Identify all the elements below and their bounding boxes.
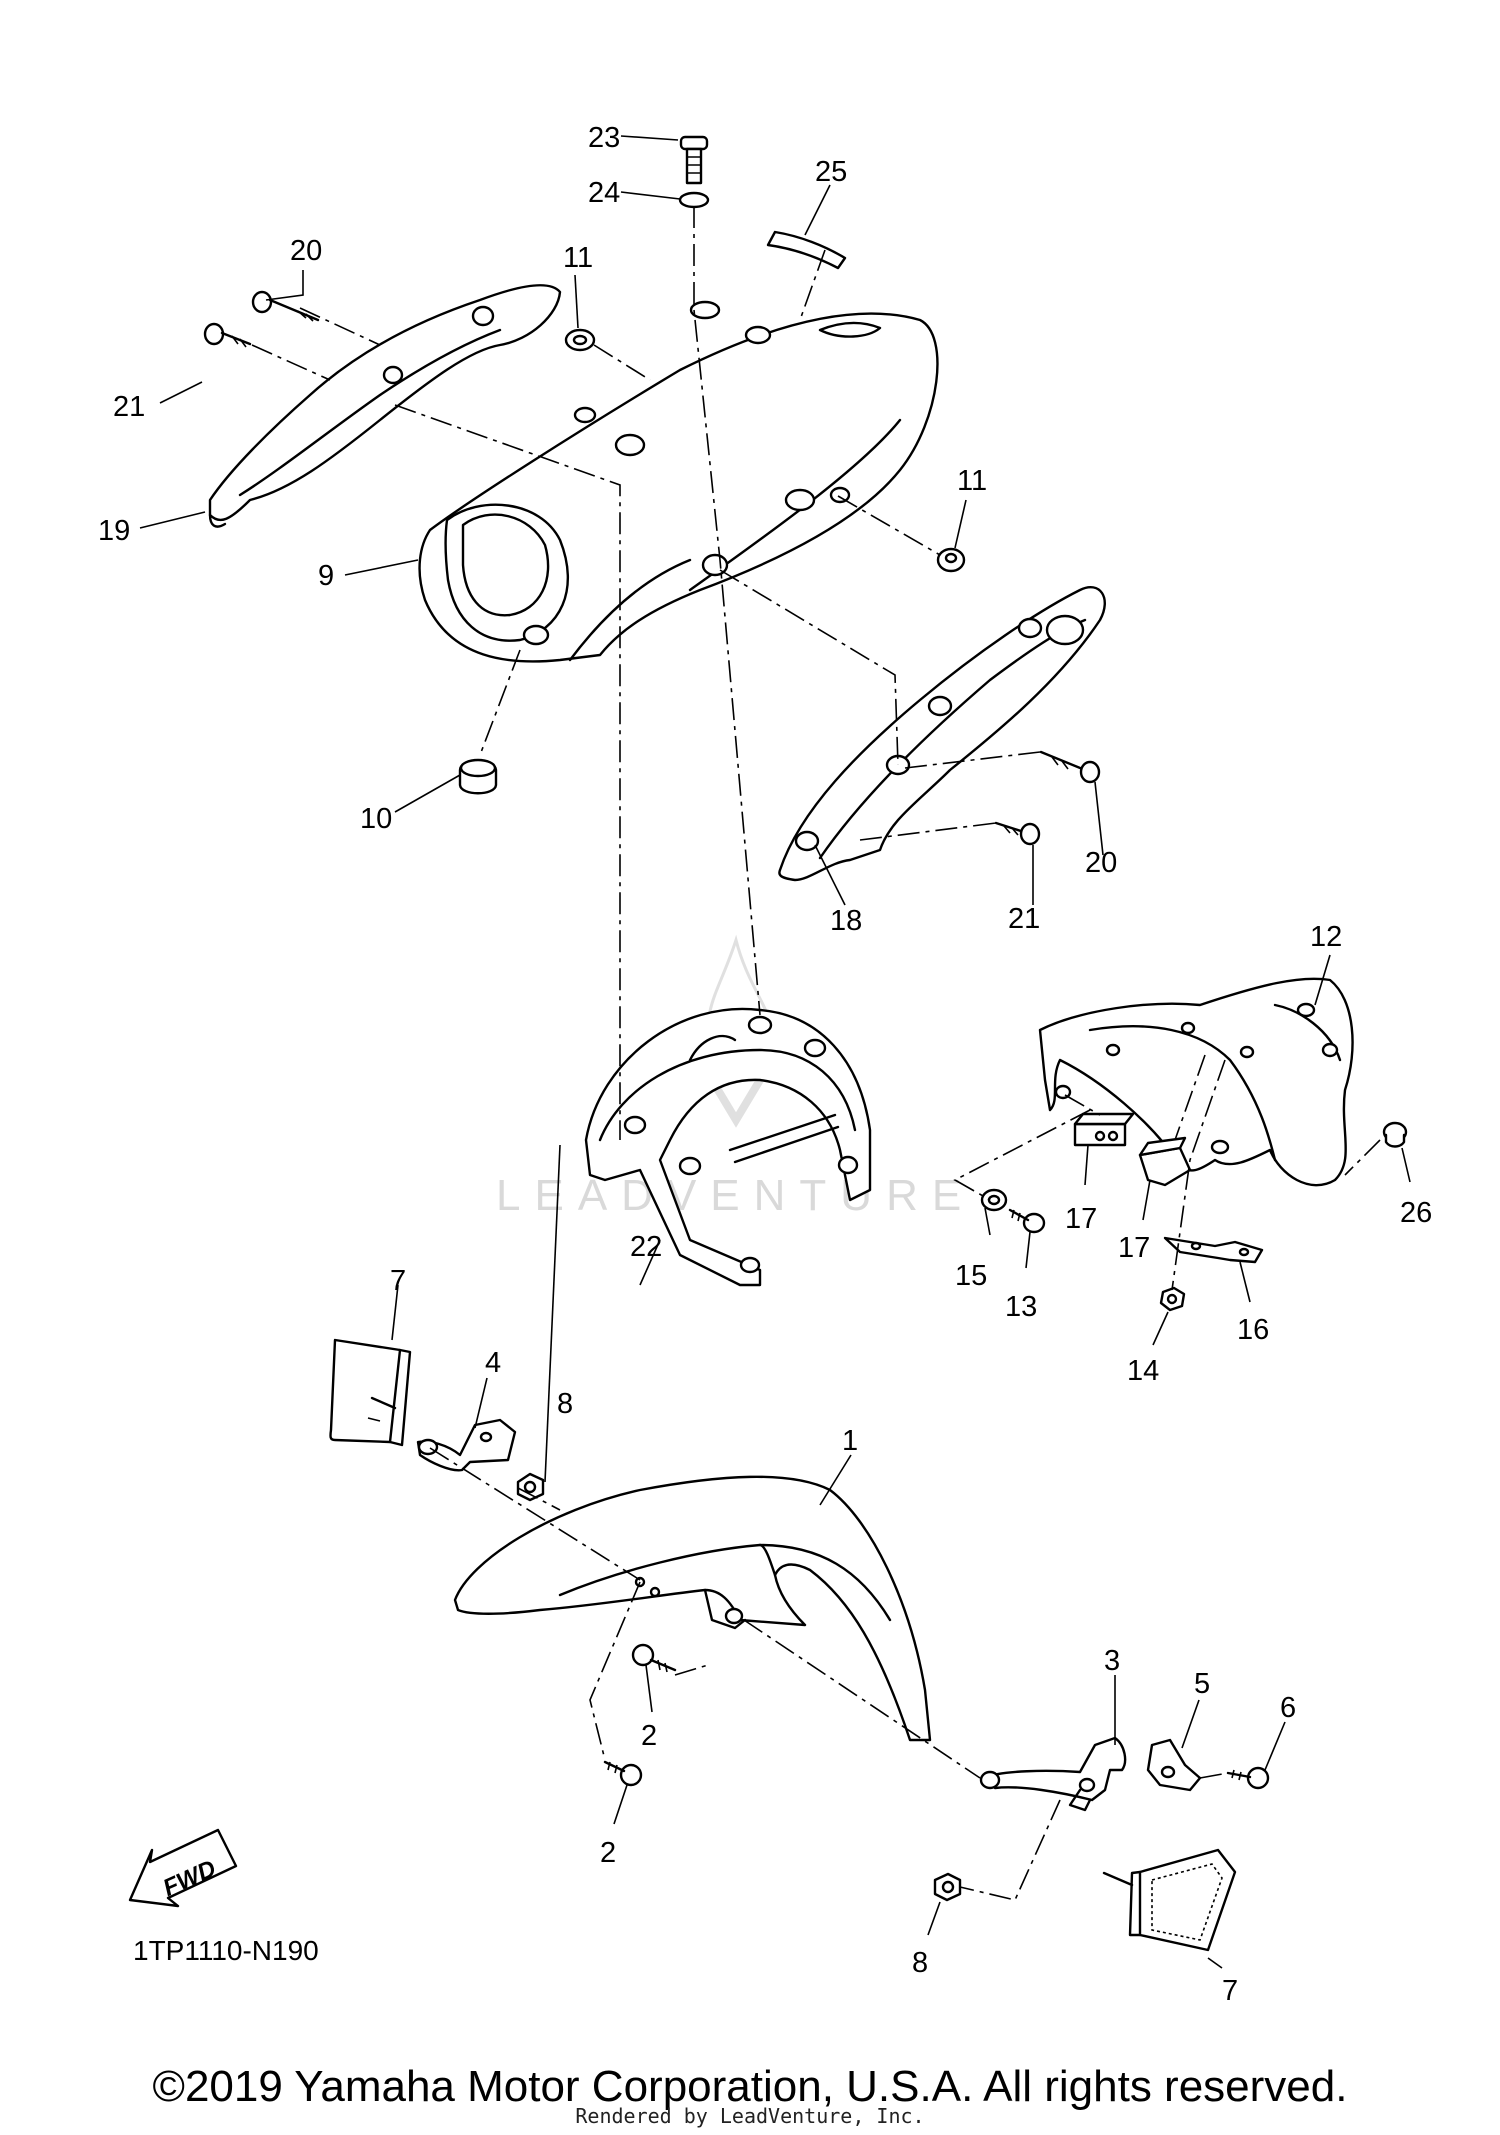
callout-1: 1 bbox=[842, 1425, 858, 1457]
damper-17-b bbox=[1138, 1136, 1192, 1187]
nut-14 bbox=[1159, 1286, 1186, 1312]
rendered-by-credit: Rendered by LeadVenture, Inc. bbox=[575, 2104, 925, 2128]
callout-7-upper: 7 bbox=[390, 1265, 406, 1297]
front-fender bbox=[453, 1475, 932, 1742]
callout-2-upper: 2 bbox=[641, 1720, 657, 1752]
clamp-16 bbox=[1163, 1236, 1264, 1264]
bolt-6 bbox=[1226, 1766, 1270, 1790]
grommet-11-upper bbox=[564, 328, 596, 352]
callout-24: 24 bbox=[588, 177, 620, 209]
grommet-11-right bbox=[936, 547, 966, 573]
callout-25: 25 bbox=[815, 156, 847, 188]
callout-20-right: 20 bbox=[1085, 847, 1117, 879]
callout-17-b: 17 bbox=[1118, 1232, 1150, 1264]
watermark-text: LEADVENTURE bbox=[496, 1171, 975, 1220]
bolt-2-lower bbox=[603, 1760, 643, 1787]
callout-18: 18 bbox=[830, 905, 862, 937]
callout-26: 26 bbox=[1400, 1197, 1432, 1229]
washer-15 bbox=[980, 1188, 1008, 1212]
bolt-2-upper bbox=[631, 1643, 677, 1673]
fender-bracket bbox=[584, 1007, 872, 1287]
assembly-lines bbox=[251, 206, 1381, 1901]
callout-11-right: 11 bbox=[957, 465, 987, 497]
callout-13: 13 bbox=[1005, 1291, 1037, 1323]
callout-9: 9 bbox=[318, 560, 334, 592]
callout-3: 3 bbox=[1104, 1645, 1120, 1677]
callout-19: 19 bbox=[98, 515, 130, 547]
nut-8-upper bbox=[516, 1472, 545, 1502]
copyright-notice: ©2019 Yamaha Motor Corporation, U.S.A. A… bbox=[152, 2062, 1348, 2111]
callout-11-upper: 11 bbox=[563, 242, 593, 274]
emblem-sticker bbox=[766, 230, 847, 270]
bolt-21-left bbox=[203, 322, 252, 348]
bracket-3 bbox=[979, 1736, 1127, 1812]
callout-16: 16 bbox=[1237, 1314, 1269, 1346]
bolt-20-left bbox=[251, 290, 320, 322]
callout-4: 4 bbox=[485, 1347, 501, 1379]
washer-24 bbox=[678, 191, 710, 209]
callout-6: 6 bbox=[1280, 1692, 1296, 1724]
fender-stay-right bbox=[778, 586, 1106, 882]
callout-8-upper: 8 bbox=[557, 1388, 573, 1420]
callout-15: 15 bbox=[955, 1260, 987, 1292]
callout-23: 23 bbox=[588, 122, 620, 154]
bolt-23 bbox=[679, 135, 709, 185]
reflector-7-lower bbox=[1102, 1848, 1237, 1952]
bracket-5 bbox=[1146, 1738, 1202, 1792]
leader-lines bbox=[139, 135, 1411, 1969]
bracket-4 bbox=[416, 1418, 517, 1472]
callout-12: 12 bbox=[1310, 921, 1342, 953]
grommet-26 bbox=[1382, 1121, 1408, 1148]
bolt-13 bbox=[1008, 1208, 1046, 1234]
callout-7-lower: 7 bbox=[1222, 1975, 1238, 2007]
callouts: 23 24 25 20 11 21 19 9 11 10 20 21 18 12… bbox=[98, 122, 1432, 2007]
callout-20-left: 20 bbox=[290, 235, 322, 267]
callout-22: 22 bbox=[630, 1231, 662, 1263]
callout-17-a: 17 bbox=[1065, 1203, 1097, 1235]
fwd-arrow-icon: FWD bbox=[128, 1828, 238, 1908]
nut-8-lower bbox=[933, 1872, 962, 1902]
callout-5: 5 bbox=[1194, 1668, 1210, 1700]
damper-17-a bbox=[1073, 1112, 1135, 1147]
rear-fender bbox=[418, 300, 939, 663]
bolt-20-right bbox=[1039, 750, 1101, 784]
callout-14: 14 bbox=[1127, 1355, 1159, 1387]
figure-code: 1TP1110-N190 bbox=[133, 1935, 319, 1966]
fender-stay-left bbox=[208, 284, 562, 528]
callout-2-lower: 2 bbox=[600, 1837, 616, 1869]
callout-10: 10 bbox=[360, 803, 392, 835]
grommet-10 bbox=[458, 758, 498, 795]
callout-21-right: 21 bbox=[1008, 903, 1040, 935]
bolt-21-right bbox=[994, 821, 1041, 846]
callout-8-lower: 8 bbox=[912, 1947, 928, 1979]
callout-21-left: 21 bbox=[113, 391, 145, 423]
reflector-7-upper bbox=[329, 1338, 412, 1447]
